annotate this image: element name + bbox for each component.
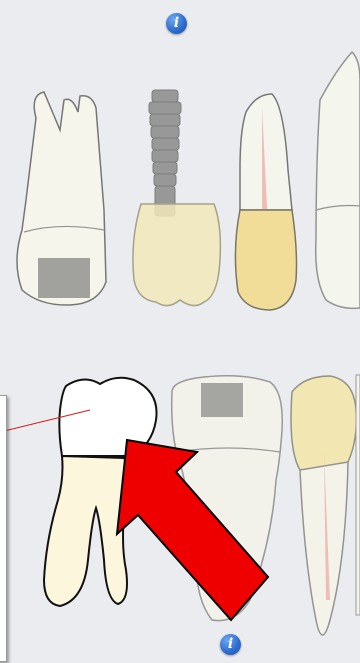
filling [201,383,243,417]
info-icon[interactable]: i [220,634,241,655]
upper-canine[interactable] [316,52,360,308]
upper-row [17,52,360,310]
upper-molar[interactable] [17,92,106,305]
filling [38,258,90,298]
implant-screw [149,90,181,216]
upper-incisor[interactable] [235,94,296,310]
callout-panel [0,395,7,662]
lower-edge-tooth [356,375,360,615]
upper-implant[interactable] [133,90,220,306]
lower-canine[interactable] [291,376,356,635]
